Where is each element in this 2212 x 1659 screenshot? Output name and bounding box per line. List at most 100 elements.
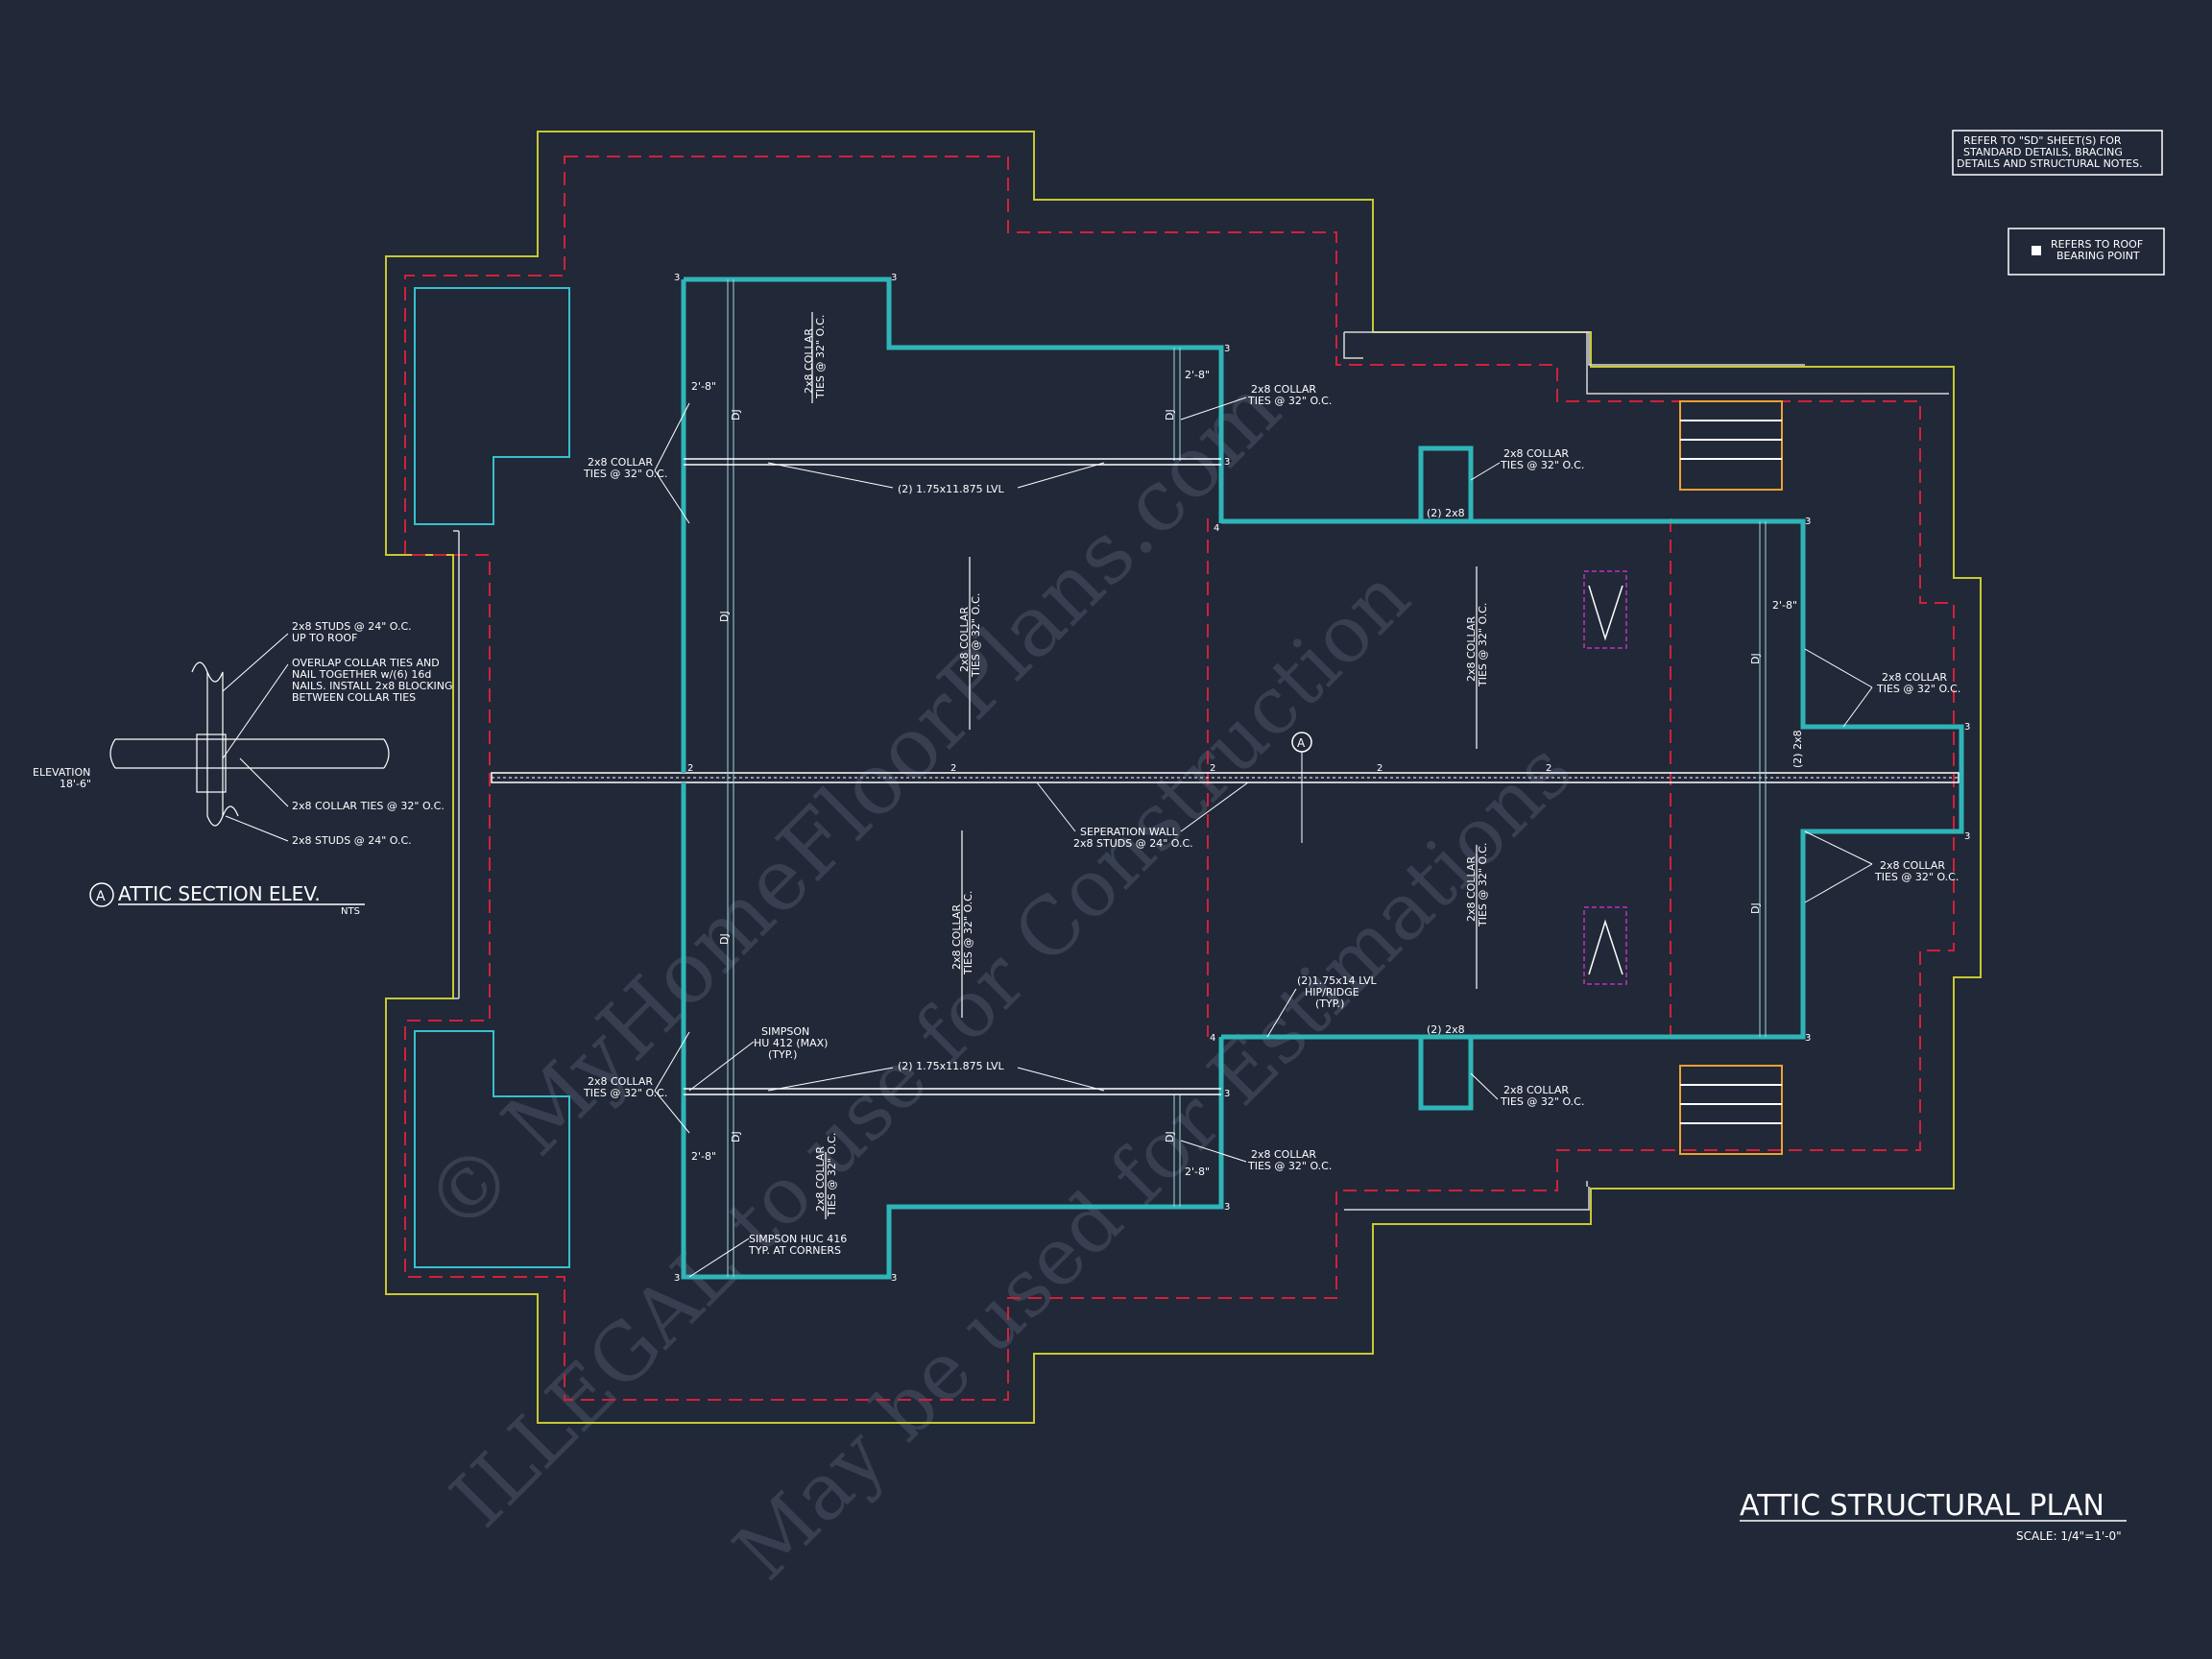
hip-label-b: HIP/RIDGE xyxy=(1305,986,1359,998)
legend-box: REFERS TO ROOF BEARING POINT xyxy=(2008,228,2165,276)
sep-wall-label-a: SEPERATION WALL xyxy=(1080,826,1179,838)
dj-label-3: DJ xyxy=(718,933,731,945)
pt-label: 4 xyxy=(1214,523,1219,534)
pt-label: 2 xyxy=(1546,763,1551,774)
pt-label: 3 xyxy=(1224,1089,1230,1099)
refer-note-line-1: REFER TO "SD" SHEET(S) FOR xyxy=(1963,134,2122,147)
pt-label: 2 xyxy=(950,763,956,774)
collar-label-bottom-b: TIES @ 32" O.C. xyxy=(826,1133,838,1217)
overhang-line xyxy=(404,156,1955,1401)
simpson-hu-b: HU 412 (MAX) xyxy=(754,1037,828,1049)
collar-note-left-lower-b: TIES @ 32" O.C. xyxy=(583,1087,667,1099)
section-notes: 2x8 STUDS @ 24" O.C. UP TO ROOF OVERLAP … xyxy=(33,620,453,917)
dj-label-4: DJ xyxy=(730,1131,742,1142)
section-marker-letter: A xyxy=(96,889,106,904)
section-note-2a: OVERLAP COLLAR TIES AND xyxy=(292,657,440,669)
pt-label: 3 xyxy=(891,1273,897,1284)
dim-bottom-left: 2'-8" xyxy=(691,1150,716,1163)
plan-scale: SCALE: 1/4"=1'-0" xyxy=(2016,1529,2122,1543)
pt-label: 3 xyxy=(1964,831,1970,842)
dim-top-right: 2'-8" xyxy=(1185,369,1210,381)
dj-label-2: DJ xyxy=(718,611,731,622)
sep-wall-label-b: 2x8 STUDS @ 24" O.C. xyxy=(1073,837,1193,850)
collar-label-right-top-a: 2x8 COLLAR xyxy=(1465,616,1478,682)
attic-access-lower xyxy=(1583,906,1627,985)
collar-label-top-a: 2x8 COLLAR xyxy=(803,328,815,394)
pt-label: 2 xyxy=(1377,763,1382,774)
attic-access-upper xyxy=(1583,570,1627,649)
two-2x8-upper: (2) 2x8 xyxy=(1427,507,1465,519)
section-marker-circle xyxy=(89,882,114,907)
collar-note-bottom-right-a: 2x8 COLLAR xyxy=(1251,1148,1316,1161)
section-studs-note: 2x8 STUDS @ 24" O.C. xyxy=(292,834,412,847)
refer-note-line-2: STANDARD DETAILS, BRACING xyxy=(1963,146,2123,158)
span-arrows xyxy=(811,312,1478,1219)
collar-note-box-lower-a: 2x8 COLLAR xyxy=(1503,1084,1569,1096)
section-note-2c: NAILS. INSTALL 2x8 BLOCKING xyxy=(292,680,453,692)
hip-label-c: (TYP.) xyxy=(1315,998,1344,1010)
dj-label-5: DJ xyxy=(1164,409,1176,421)
pt-label: 3 xyxy=(891,273,897,283)
elevation-value: 18'-6" xyxy=(60,778,91,790)
section-note-2b: NAIL TOGETHER w/(6) 16d xyxy=(292,668,431,681)
lvl-label-upper: (2) 1.75x11.875 LVL xyxy=(898,483,1005,495)
pt-label: 2 xyxy=(687,763,693,774)
dj-label-7: DJ xyxy=(1749,653,1762,664)
dim-top-left: 2'-8" xyxy=(691,380,716,393)
bearing-walls xyxy=(681,276,1964,1280)
separation-wall xyxy=(491,772,1960,783)
section-nts: NTS xyxy=(341,906,360,917)
plan-title: ATTIC STRUCTURAL PLAN xyxy=(1740,1489,2104,1523)
dj-label-8: DJ xyxy=(1749,902,1762,914)
dj-label-6: DJ xyxy=(1164,1131,1176,1142)
two-2x8-right: (2) 2x8 xyxy=(1791,730,1804,768)
pt-label: 2 xyxy=(1210,763,1215,774)
collar-note-box-upper-a: 2x8 COLLAR xyxy=(1503,447,1569,460)
pt-label: 3 xyxy=(1224,457,1230,468)
simpson-huc-b: TYP. AT CORNERS xyxy=(748,1244,841,1257)
lvl-label-lower: (2) 1.75x11.875 LVL xyxy=(898,1060,1005,1072)
watermark: © MyHomeFloorPlans.com ILLEGAL to use fo… xyxy=(405,359,1590,1598)
pt-label: 3 xyxy=(674,1273,680,1284)
elevation-label: ELEVATION xyxy=(33,766,90,779)
section-collar-note: 2x8 COLLAR TIES @ 32" O.C. xyxy=(292,800,445,812)
collar-note-box-lower-b: TIES @ 32" O.C. xyxy=(1500,1095,1584,1108)
section-note-2d: BETWEEN COLLAR TIES xyxy=(292,691,416,704)
collar-label-right-top-b: TIES @ 32" O.C. xyxy=(1477,603,1489,687)
simpson-huc-a: SIMPSON HUC 416 xyxy=(749,1233,847,1245)
collar-label-left-mid-b: TIES @ 32" O.C. xyxy=(970,593,982,678)
collar-note-bottom-right-b: TIES @ 32" O.C. xyxy=(1247,1160,1332,1172)
lvl-beams xyxy=(684,458,1221,1095)
pt-label: 3 xyxy=(1964,722,1970,733)
collar-label-left-mid-a: 2x8 COLLAR xyxy=(958,607,971,672)
bearing-point-symbol xyxy=(2032,246,2041,255)
refer-notes-box: REFER TO "SD" SHEET(S) FOR STANDARD DETA… xyxy=(1952,130,2163,176)
pt-label: 3 xyxy=(674,273,680,283)
roof-lines xyxy=(453,331,1949,1211)
title-block: ATTIC STRUCTURAL PLAN SCALE: 1/4"=1'-0" xyxy=(1740,1489,2127,1543)
collar-note-right-lower-a: 2x8 COLLAR xyxy=(1880,859,1945,872)
dj-label-1: DJ xyxy=(730,409,742,421)
section-title: ATTIC SECTION ELEV. xyxy=(118,882,321,905)
pt-label: 3 xyxy=(1224,344,1230,354)
section-note-1b: UP TO ROOF xyxy=(292,632,357,644)
collar-note-right-lower-b: TIES @ 32" O.C. xyxy=(1874,871,1959,883)
collar-note-top-right-b: TIES @ 32" O.C. xyxy=(1247,395,1332,407)
wall-inner-lines xyxy=(727,279,1767,1277)
section-note-1a: 2x8 STUDS @ 24" O.C. xyxy=(292,620,412,633)
section-cut-marker: A xyxy=(1291,732,1312,843)
collar-note-left-lower-a: 2x8 COLLAR xyxy=(588,1075,653,1088)
section-leaders xyxy=(222,633,289,842)
collar-note-right-upper-a: 2x8 COLLAR xyxy=(1882,671,1947,684)
left-bay-lower xyxy=(414,1030,570,1268)
simpson-hu-c: (TYP.) xyxy=(768,1048,797,1061)
collar-note-top-right-a: 2x8 COLLAR xyxy=(1251,383,1316,396)
pt-label: 3 xyxy=(1805,1033,1811,1044)
section-cut-label: A xyxy=(1297,736,1306,750)
dim-right: 2'-8" xyxy=(1772,599,1797,612)
collar-label-right-low-a: 2x8 COLLAR xyxy=(1465,856,1478,922)
collar-note-box-upper-b: TIES @ 32" O.C. xyxy=(1500,459,1584,471)
left-bay-upper xyxy=(414,287,570,525)
